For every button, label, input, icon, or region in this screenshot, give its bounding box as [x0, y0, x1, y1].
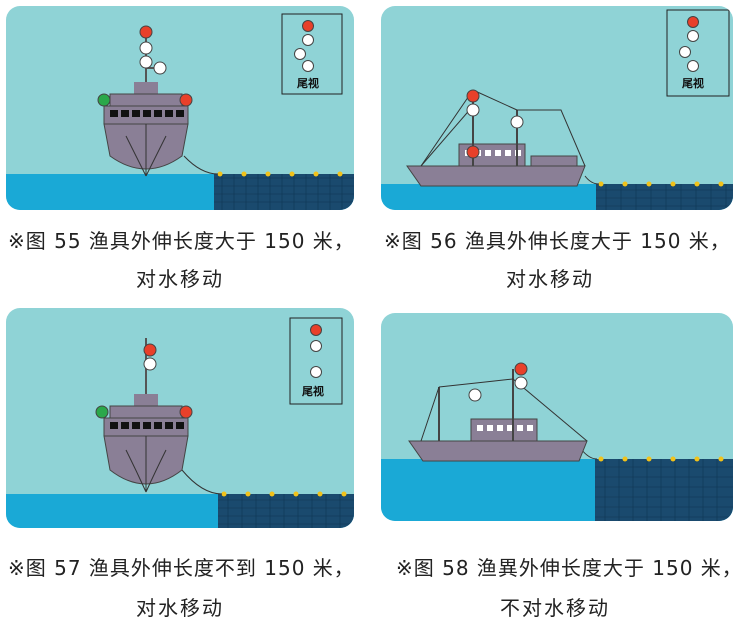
net-floats [217, 171, 343, 177]
caption-line1: ※图 57 渔具外伸长度不到 150 米， [8, 556, 355, 580]
stern-view-inset: 尾视 [666, 9, 730, 97]
masthead-white-light [143, 357, 157, 371]
port-red-light [179, 93, 193, 107]
net-line [183, 155, 219, 175]
net-floats [598, 181, 724, 187]
fishing-net [595, 459, 733, 521]
fishing-net [218, 494, 354, 528]
masthead-red-light [466, 89, 480, 103]
fig58-illustration [381, 313, 733, 521]
ship-side-view [406, 89, 586, 187]
ship-bow-view [95, 338, 193, 493]
side-white-light [153, 61, 167, 75]
net-floats [598, 456, 724, 462]
masthead-white-light [514, 376, 528, 390]
stern-view-inset: 尾视 [281, 13, 343, 95]
caption-line1: ※图 56 渔具外伸长度大于 150 米， [384, 229, 731, 253]
caption-line2: 对水移动 [136, 596, 224, 620]
panel-fig55: 尾视 [6, 6, 354, 210]
masthead-red-light [514, 362, 528, 376]
ship-side-view [408, 362, 588, 462]
masthead-white-light [466, 103, 480, 117]
stern-view-inset: 尾视 [289, 317, 343, 405]
caption-line1: ※图 58 渔異外伸长度大于 150 米， [396, 556, 740, 580]
starboard-green-light [95, 405, 109, 419]
ship-bow-view [97, 25, 193, 177]
fig56-illustration: 尾视 [381, 6, 733, 210]
caption-line2: 对水移动 [506, 267, 594, 291]
net-floats [221, 491, 347, 497]
inset-label: 尾视 [296, 76, 319, 90]
masthead-red-light [143, 343, 157, 357]
starboard-green-light [97, 93, 111, 107]
inset-label: 尾视 [681, 76, 704, 90]
fig55-illustration: 尾视 [6, 6, 354, 210]
caption-line2: 不对水移动 [500, 596, 610, 620]
panel-fig57: 尾视 [6, 308, 354, 528]
port-red-light [466, 145, 480, 159]
fishing-net [596, 184, 733, 210]
caption-line2: 对水移动 [136, 267, 224, 291]
panel-fig58 [381, 313, 733, 521]
inset-label: 尾视 [301, 384, 324, 398]
port-red-light [179, 405, 193, 419]
fishing-net [214, 174, 354, 210]
masthead-red-light [139, 25, 153, 39]
caption-line1: ※图 55 渔具外伸长度大于 150 米， [8, 229, 355, 253]
fig57-illustration: 尾视 [6, 308, 354, 528]
masthead-white-light [139, 41, 153, 55]
panel-fig56: 尾视 [381, 6, 733, 210]
